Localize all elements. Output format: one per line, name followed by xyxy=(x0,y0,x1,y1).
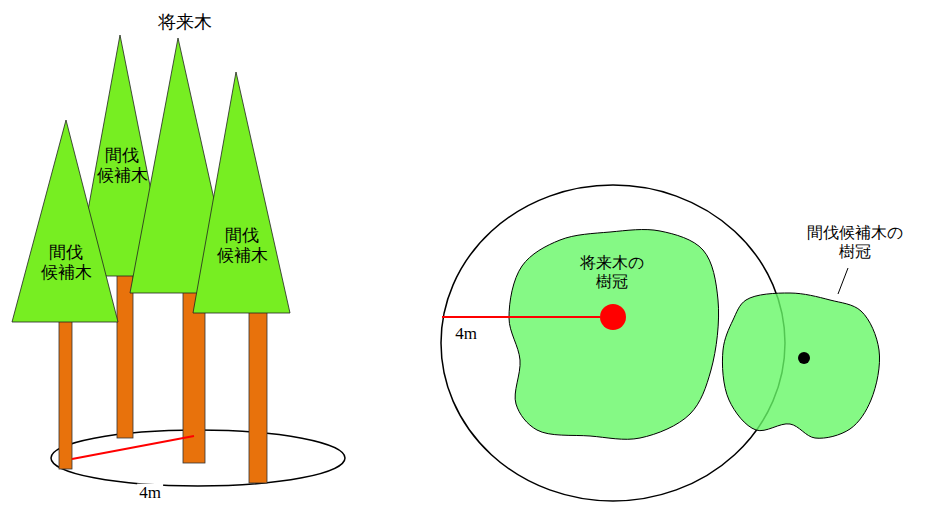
radius-line xyxy=(442,316,600,318)
crown-shape xyxy=(190,68,293,318)
tree-trunk xyxy=(117,272,133,438)
node-label: 将来木 xyxy=(158,11,212,33)
tree-crown: 間伐 候補木 xyxy=(190,68,293,318)
leader-line xyxy=(838,268,848,294)
crown-shape xyxy=(10,115,120,325)
dimension-label: 4m xyxy=(137,484,163,503)
tree-trunk xyxy=(249,310,267,483)
node-label: 間伐候補木の 樹冠 xyxy=(807,223,903,261)
radius-line xyxy=(72,436,194,459)
crown-area: 間伐候補木の 樹冠 xyxy=(720,290,882,442)
crown-blob xyxy=(509,230,719,440)
tree-trunk xyxy=(59,318,72,469)
node-label: 間伐 候補木 xyxy=(217,225,268,266)
node-label: 間伐 候補木 xyxy=(97,145,148,186)
crown-shape xyxy=(720,290,882,442)
crown-triangle xyxy=(193,72,290,313)
crown-triangle xyxy=(12,120,118,322)
dimension-label: 4m xyxy=(453,325,479,344)
tree-crown: 間伐 候補木 xyxy=(10,115,120,325)
node-label: 将来木の 樹冠 xyxy=(580,253,644,291)
tree-position-dot xyxy=(798,352,810,364)
crown-blob xyxy=(722,293,879,438)
crown-area: 将来木の 樹冠 xyxy=(505,228,723,443)
node-label: 間伐 候補木 xyxy=(41,242,92,283)
tree-position-dot xyxy=(600,304,626,330)
